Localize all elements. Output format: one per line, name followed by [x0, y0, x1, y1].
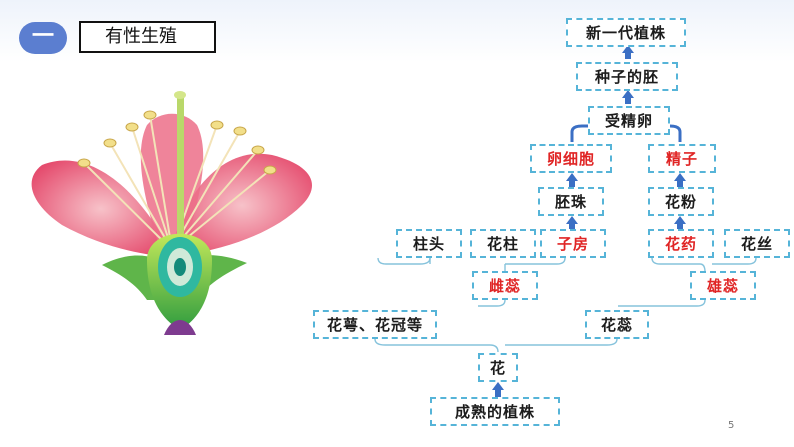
- node-pistil: 雌蕊: [472, 271, 538, 300]
- node-flower: 花: [478, 353, 518, 382]
- node-egg-cell: 卵细胞: [530, 144, 612, 173]
- node-zygote: 受精卵: [588, 106, 670, 135]
- node-calyx-corolla: 花萼、花冠等: [313, 310, 437, 339]
- node-style: 花柱: [470, 229, 536, 258]
- node-pollen: 花粉: [648, 187, 714, 216]
- section-title: 有性生殖: [79, 21, 216, 53]
- page-number: 5: [728, 420, 735, 431]
- node-stigma: 柱头: [396, 229, 462, 258]
- node-anther: 花药: [648, 229, 714, 258]
- node-mature-plant: 成熟的植株: [430, 397, 560, 426]
- node-new-plant: 新一代植株: [566, 18, 686, 47]
- section-number-badge: 一: [19, 22, 67, 54]
- node-sperm: 精子: [648, 144, 716, 173]
- node-ovule: 胚珠: [538, 187, 604, 216]
- node-stamen: 雄蕊: [690, 271, 756, 300]
- node-stamen-pistil: 花蕊: [585, 310, 649, 339]
- node-ovary: 子房: [540, 229, 606, 258]
- node-filament: 花丝: [724, 229, 790, 258]
- flower-illustration: [31, 91, 312, 335]
- node-seed-embryo: 种子的胚: [576, 62, 678, 91]
